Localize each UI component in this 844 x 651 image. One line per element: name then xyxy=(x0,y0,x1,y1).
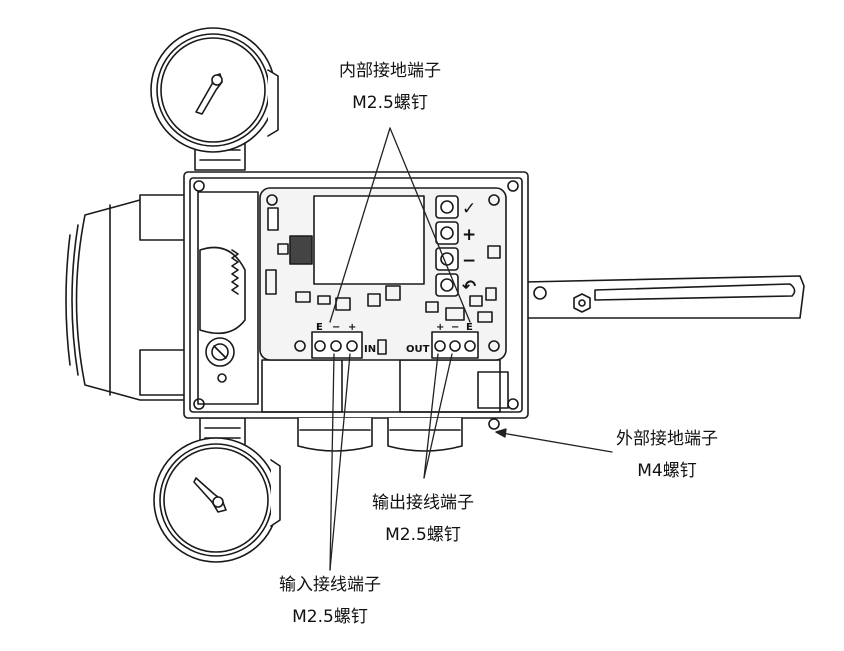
leader-lines xyxy=(329,127,613,571)
board-label-minus-left: − xyxy=(332,322,340,333)
top-pressure-gauge xyxy=(150,27,279,171)
board-label-e-right: E xyxy=(466,322,473,333)
external-ground-screw: M4螺钉 xyxy=(637,461,697,481)
internal-ground-label: 内部接地端子 M2.5螺钉 xyxy=(325,60,455,114)
internal-ground-screw: M2.5螺钉 xyxy=(352,93,428,113)
input-terminal-title: 输入接线端子 xyxy=(279,575,381,595)
back-icon: ↶ xyxy=(462,277,476,297)
output-terminal-title: 输出接线端子 xyxy=(372,493,474,513)
input-terminal-screw: M2.5螺钉 xyxy=(292,607,368,627)
external-ground-title: 外部接地端子 xyxy=(616,429,718,449)
board-label-out: OUT xyxy=(406,344,430,355)
input-terminal-label: 输入接线端子 M2.5螺钉 xyxy=(265,574,395,628)
circuit-board xyxy=(259,187,507,361)
board-label-plus-right: + xyxy=(436,322,444,333)
feedback-lever xyxy=(524,275,805,319)
button-column xyxy=(435,195,459,297)
bottom-pressure-gauge xyxy=(153,417,281,563)
internal-ground-title: 内部接地端子 xyxy=(339,61,441,81)
input-terminal-block xyxy=(311,331,363,359)
minus-icon: − xyxy=(462,251,476,271)
board-label-e-left: E xyxy=(316,322,323,333)
board-label-plus-left: + xyxy=(348,322,356,333)
actuator-body xyxy=(65,194,186,401)
board-label-in: IN xyxy=(364,344,376,355)
board-label-minus-right: − xyxy=(451,322,459,333)
plus-icon: + xyxy=(462,225,476,245)
output-terminal-label: 输出接线端子 M2.5螺钉 xyxy=(358,492,488,546)
confirm-icon: ✓ xyxy=(462,199,476,219)
output-terminal-screw: M2.5螺钉 xyxy=(385,525,461,545)
external-ground-label: 外部接地端子 M4螺钉 xyxy=(602,428,732,482)
output-terminal-block xyxy=(431,331,479,359)
